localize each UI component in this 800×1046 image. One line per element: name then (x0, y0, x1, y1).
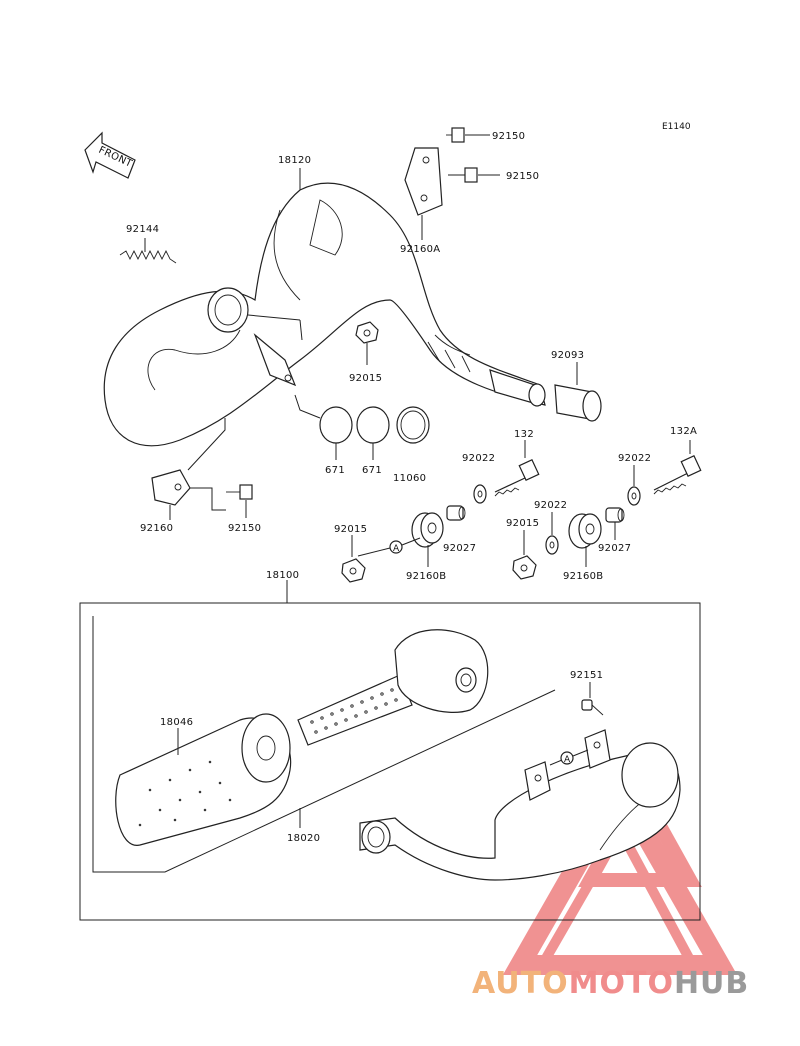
muffler-assembly-box (79, 580, 701, 921)
nut-92015-b (341, 535, 366, 583)
watermark-auto: AUTO (472, 966, 569, 1001)
bracket-92160 (151, 418, 226, 520)
silencer-18020 (299, 729, 681, 881)
part-label-p92015a: 92015 (349, 373, 382, 384)
svg-text:A: A (393, 544, 400, 554)
part-label-p92144: 92144 (126, 224, 159, 235)
part-label-p92160A: 92160A (400, 244, 440, 255)
bracket-92160A (404, 147, 443, 240)
watermark-hub: HUB (674, 966, 749, 1001)
part-label-p92027b: 92027 (598, 543, 631, 554)
packing-18046 (115, 713, 292, 846)
diagram-code: E1140 (662, 122, 691, 132)
part-label-p18020: 18020 (287, 833, 320, 844)
grommet-92160B-a (411, 512, 444, 567)
svg-text:AUTOMOTOHUB: AUTOMOTOHUB (472, 966, 749, 1001)
part-label-p671a: 671 (325, 465, 345, 476)
perforated-core (297, 629, 489, 746)
bolt-92150-upper (446, 127, 490, 143)
callout-a-right: A (549, 749, 589, 766)
part-label-p92160: 92160 (140, 523, 173, 534)
callout-a-left: A (357, 537, 421, 557)
collar-92027-b (605, 507, 625, 540)
part-label-p92150c: 92150 (228, 523, 261, 534)
bolt-132 (494, 440, 540, 497)
part-label-p92027a: 92027 (443, 543, 476, 554)
part-label-p18046: 18046 (160, 717, 193, 728)
part-label-p132A: 132A (670, 426, 697, 437)
front-arrow-icon: FRONT (84, 131, 136, 179)
bolt-92151 (581, 682, 604, 716)
part-label-p92015c: 92015 (506, 518, 539, 529)
washer-92022-c (545, 512, 559, 555)
part-label-p92150a: 92150 (492, 131, 525, 142)
part-label-p92151: 92151 (570, 670, 603, 681)
watermark-moto: MOTO (569, 966, 674, 1001)
part-label-p92022a: 92022 (462, 453, 495, 464)
gasket-rings (294, 394, 430, 460)
part-label-p18100: 18100 (266, 570, 299, 581)
part-label-p132: 132 (514, 429, 534, 440)
part-label-p92160Ba: 92160B (406, 571, 446, 582)
washer-92022-a (473, 484, 487, 504)
bolt-132A (653, 440, 702, 495)
nut-92015-c (512, 530, 537, 580)
part-label-p92093: 92093 (551, 350, 584, 361)
part-label-p92150b: 92150 (506, 171, 539, 182)
watermark-text: AUTOMOTOHUB (472, 966, 749, 1001)
grommet-92160B-b (568, 513, 602, 567)
spring-92144 (119, 238, 177, 264)
svg-text:A: A (564, 755, 571, 765)
part-label-p92160Bb: 92160B (563, 571, 603, 582)
part-label-p92022b: 92022 (618, 453, 651, 464)
washer-92022-b (627, 465, 641, 506)
part-label-p671b: 671 (362, 465, 382, 476)
part-label-p11060: 11060 (393, 473, 426, 484)
nut-92015-upper (355, 321, 379, 365)
part-label-p92022c: 92022 (534, 500, 567, 511)
grommet-92093 (554, 362, 602, 422)
part-label-p18120: 18120 (278, 155, 311, 166)
bolt-92150-middle (448, 167, 500, 183)
exhaust-pipe-18120 (103, 182, 546, 447)
part-label-p92015b: 92015 (334, 524, 367, 535)
collar-92027-a (446, 505, 466, 521)
bolt-92150-lower (190, 484, 253, 518)
